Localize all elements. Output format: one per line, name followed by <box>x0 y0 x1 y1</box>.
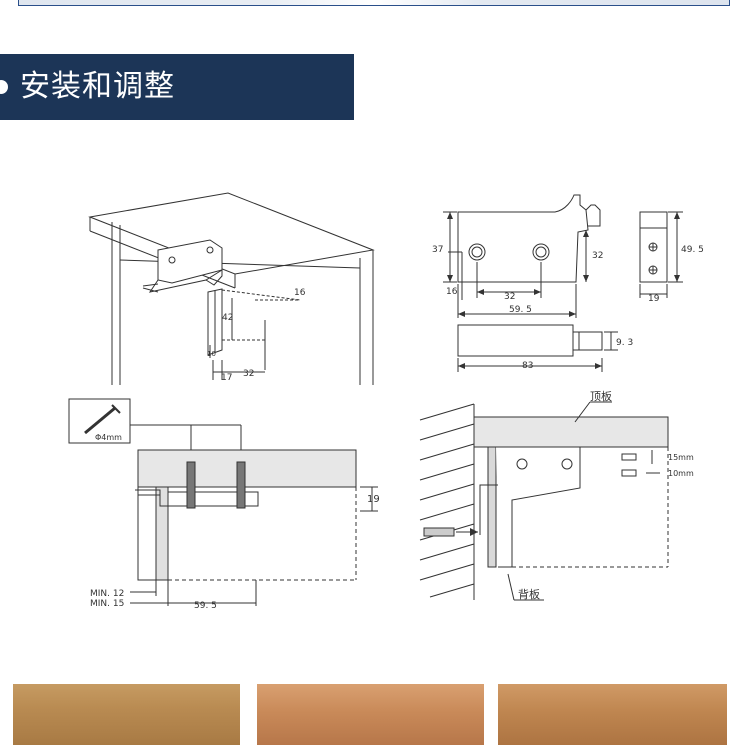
bracket-hole-spacing: 32 <box>504 292 515 302</box>
cabinet-dim-42: 42 <box>222 313 233 323</box>
top-image-strip <box>18 0 730 6</box>
cabinet-dim-17: 17 <box>221 373 232 383</box>
top-board-label: 顶板 <box>590 389 612 403</box>
bracket-side-width: 19 <box>648 294 660 304</box>
banner-bullet-icon <box>0 80 8 94</box>
bracket-side-height: 49. 5 <box>681 245 704 255</box>
wall-mount-diagram: 顶板 背板 15mm 10mm <box>419 389 694 601</box>
cabinet-dim-10: 10 <box>207 350 216 358</box>
section-title: 安装和调整 <box>20 69 175 104</box>
screw-install-diagram: Φ4mm 19 MIN. 12 MIN. 15 59. 5 <box>68 398 380 611</box>
min-offset-12: MIN. 12 <box>90 589 124 599</box>
section-banner: 安装和调整 <box>0 54 354 120</box>
bracket-height-37: 37 <box>432 245 443 255</box>
bracket-dimension-diagram: 37 16 32 32 59. 5 <box>432 194 704 372</box>
product-photo-1 <box>13 684 240 745</box>
product-photo-2 <box>257 684 484 745</box>
cabinet-dim-16: 16 <box>294 288 306 298</box>
screw-size-label: Φ4mm <box>95 433 122 442</box>
min-offset-15: MIN. 15 <box>90 599 124 609</box>
product-photo-3 <box>498 684 727 745</box>
screw-width: 59. 5 <box>194 601 217 611</box>
horizontal-adjust: 10mm <box>668 469 694 478</box>
rail-height: 9. 3 <box>616 338 633 348</box>
bracket-height-32: 32 <box>592 251 603 261</box>
cabinet-dim-32: 32 <box>243 369 254 379</box>
vertical-adjust: 15mm <box>668 453 694 462</box>
rail-length: 83 <box>522 361 533 371</box>
board-thickness: 19 <box>367 494 380 505</box>
back-board-label: 背板 <box>518 587 540 601</box>
bracket-width: 59. 5 <box>509 305 532 315</box>
cabinet-diagram: 16 42 10 17 32 <box>88 192 375 385</box>
bracket-offset-16: 16 <box>446 287 458 297</box>
